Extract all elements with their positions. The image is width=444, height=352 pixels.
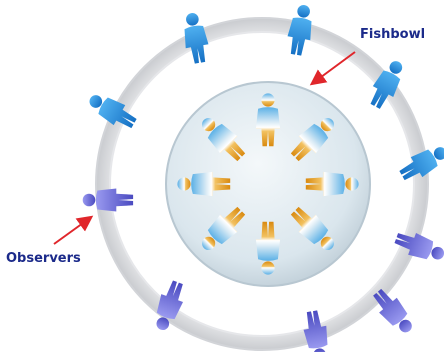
observers-arrow-icon [54,218,90,244]
fishbowl-label: Fishbowl [360,27,425,42]
observers-label: Observers [6,251,81,266]
